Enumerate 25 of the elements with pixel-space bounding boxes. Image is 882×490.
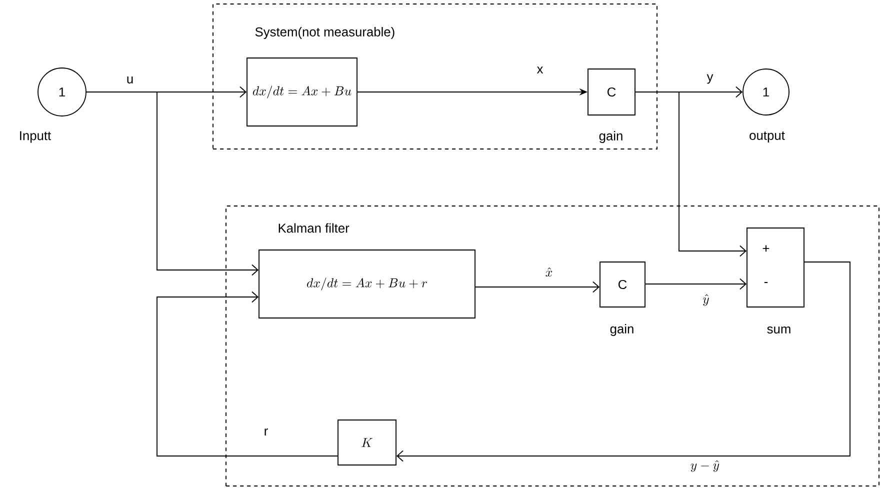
block-caption: output (750, 132, 785, 142)
arrow (396, 262, 850, 462)
gain-block: C (600, 262, 646, 308)
edge-label: x (536, 65, 544, 75)
block-caption: sum (767, 326, 790, 334)
block-caption: Inputt (20, 131, 52, 143)
block-caption: gain (610, 324, 634, 336)
gain-block: $K$ (338, 420, 396, 466)
edge-label: y (706, 73, 714, 85)
arrow (475, 281, 600, 293)
block-caption: gain (599, 130, 622, 143)
edge-label: r (262, 427, 270, 437)
edge-label: u (125, 75, 135, 85)
output-port: 1 (742, 68, 790, 116)
arrow (86, 92, 259, 276)
edge-label: $y - \hat{y}$ (689, 459, 721, 473)
arrow (645, 278, 747, 290)
filter-block: $dx/dt = Ax + Bu + r$ (258, 250, 476, 318)
edge-label: $\hat{x}$ (544, 266, 554, 278)
arrow (635, 92, 747, 257)
input-port: 1 (38, 68, 86, 116)
arrow (156, 291, 338, 456)
edge-label: $\hat{y}$ (701, 293, 711, 307)
gain-block: C (588, 68, 636, 116)
system-block: $dx/dt = Ax + Bu$ (246, 58, 358, 126)
